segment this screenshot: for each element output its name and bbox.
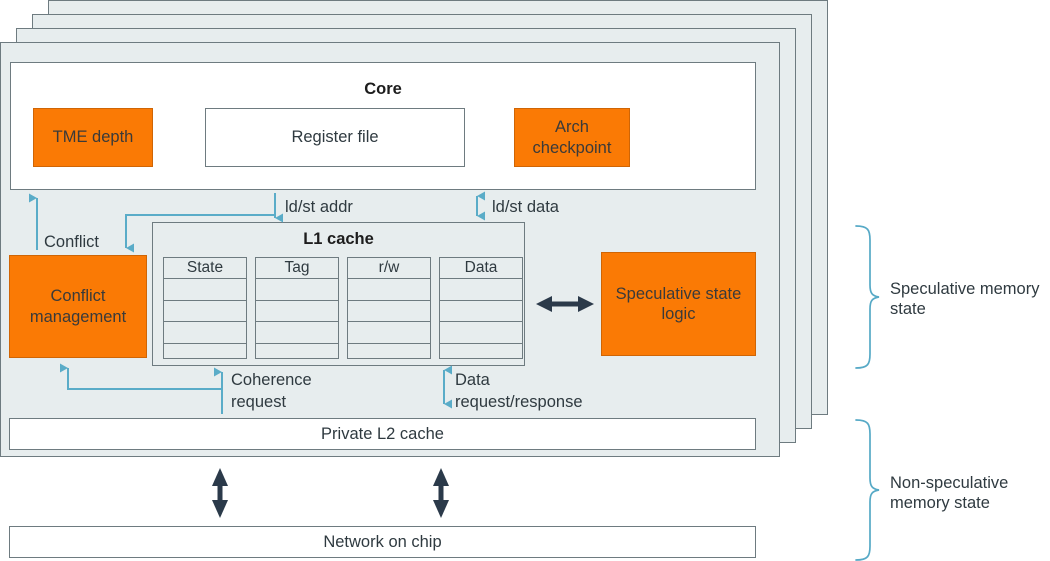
l1-cell	[164, 344, 246, 365]
l1-column-data[interactable]: Data	[439, 257, 523, 359]
l1-column-state[interactable]: State	[163, 257, 247, 359]
l1-column-header: r/w	[348, 258, 430, 280]
l1-cell	[256, 322, 338, 344]
l1-cell	[440, 344, 522, 365]
speculative-state-logic-label: Speculative state logic	[615, 284, 742, 323]
conflict-edge-label: Conflict	[44, 233, 100, 251]
l1-cell	[440, 279, 522, 301]
ld-st-data-edge-label: ld/st data	[492, 198, 559, 216]
l1-column-header: Data	[440, 258, 522, 280]
l1-cache-block: L1 cache State Tag r/w Data	[152, 222, 525, 366]
coherence-request-edge-label-line1: Coherence	[231, 371, 312, 389]
register-file-label: Register file	[291, 128, 379, 146]
l2-to-noc-arrow-left	[212, 468, 228, 518]
arch-checkpoint-block[interactable]: Arch checkpoint	[514, 108, 630, 167]
l1-cell	[440, 301, 522, 323]
data-request-edge-label-line2: request/response	[455, 393, 583, 411]
coherence-request-edge-label-line2: request	[231, 393, 287, 411]
data-request-edge-label-line1: Data	[455, 371, 490, 389]
ld-st-addr-edge-label: ld/st addr	[285, 198, 353, 216]
register-file-block[interactable]	[205, 108, 465, 167]
network-on-chip-label: Network on chip	[323, 532, 442, 551]
l2-to-noc-arrow-right	[433, 468, 449, 518]
private-l2-cache-label: Private L2 cache	[321, 424, 444, 443]
speculative-memory-state-brace	[855, 225, 880, 369]
l1-column-header: State	[164, 258, 246, 280]
speculative-state-logic-block[interactable]: Speculative state logic	[601, 252, 756, 356]
l1-cell	[256, 279, 338, 301]
non-speculative-memory-state-label: Non-speculative memory state	[890, 474, 1009, 513]
l1-column-header: Tag	[256, 258, 338, 280]
conflict-management-block[interactable]: Conflict management	[9, 255, 147, 358]
network-on-chip-block[interactable]	[9, 526, 756, 558]
conflict-management-label: Conflict management	[29, 287, 127, 326]
core-title: Core	[364, 79, 402, 98]
l1-cell	[164, 301, 246, 323]
non-speculative-memory-state-brace	[855, 419, 880, 561]
arch-checkpoint-label: Arch checkpoint	[532, 118, 612, 157]
private-l2-cache-block[interactable]	[9, 418, 756, 450]
l1-cell	[256, 344, 338, 365]
speculative-memory-state-label: Speculative memory state	[890, 280, 1040, 319]
l1-column-tag[interactable]: Tag	[255, 257, 339, 359]
l1-cell	[348, 279, 430, 301]
l1-cell	[164, 279, 246, 301]
tme-depth-block[interactable]: TME depth	[33, 108, 153, 167]
l1-cell	[256, 301, 338, 323]
l1-cell	[440, 322, 522, 344]
l1-cache-title: L1 cache	[303, 230, 374, 248]
l1-cell	[348, 344, 430, 365]
l1-cell	[348, 301, 430, 323]
l1-cell	[348, 322, 430, 344]
l1-column-rw[interactable]: r/w	[347, 257, 431, 359]
l1-cell	[164, 322, 246, 344]
